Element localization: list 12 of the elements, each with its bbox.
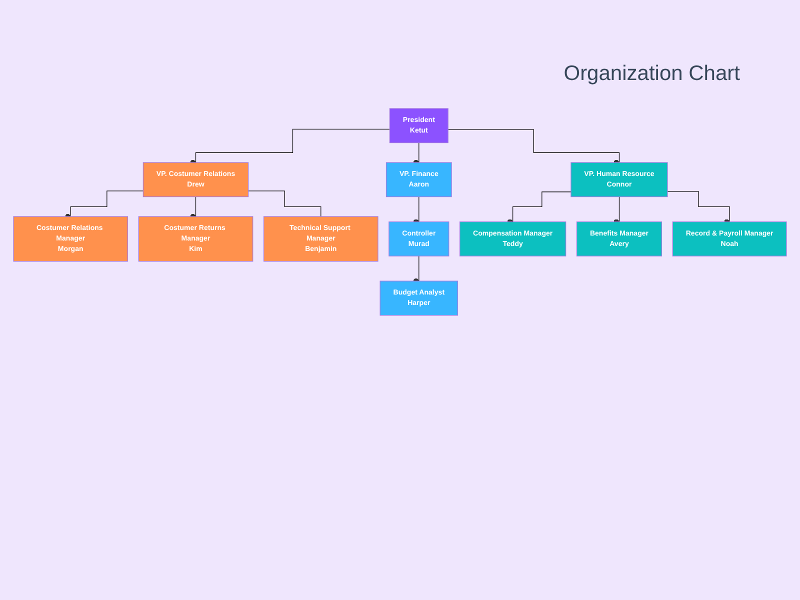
connector bbox=[616, 196, 622, 222]
connector bbox=[510, 192, 572, 222]
connector bbox=[416, 142, 422, 163]
connector bbox=[248, 190, 322, 217]
connector bbox=[667, 191, 732, 222]
chart-title: Organization Chart bbox=[564, 62, 740, 86]
connector bbox=[416, 196, 422, 222]
connector bbox=[68, 190, 144, 217]
connector bbox=[416, 256, 422, 282]
connector bbox=[193, 196, 198, 217]
connector bbox=[193, 128, 390, 163]
connector bbox=[448, 129, 622, 163]
